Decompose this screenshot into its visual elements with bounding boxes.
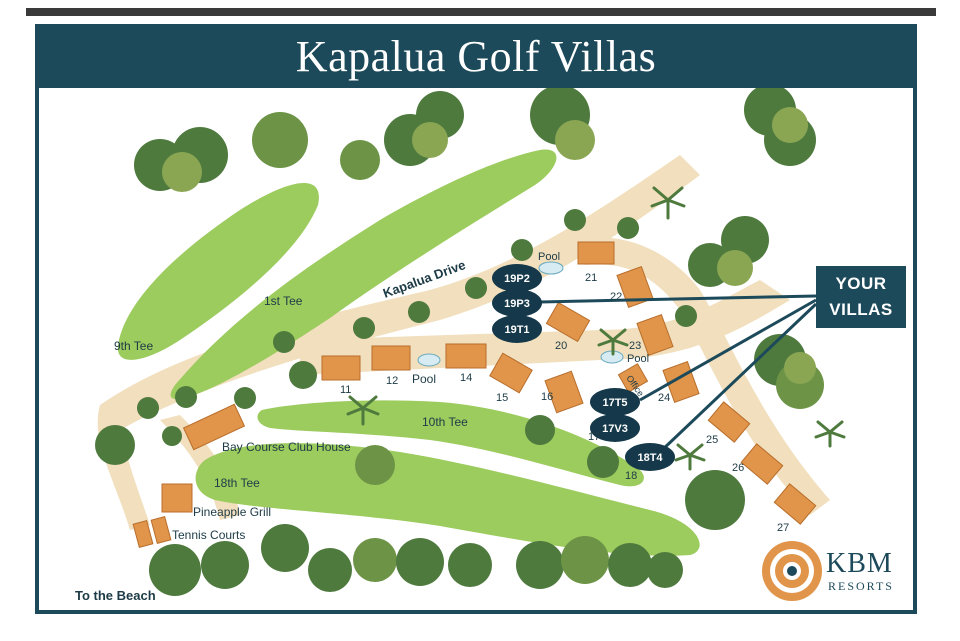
fairway-10th [257,400,644,487]
label-building-27: 27 [777,522,789,534]
label-building-25: 25 [706,434,718,446]
title-banner: Kapalua Golf Villas [35,24,917,88]
label-pool-3: Pool [627,353,649,365]
tree-cluster [95,84,824,596]
label-1st-tee: 1st Tee [264,294,303,308]
label-building-15: 15 [496,392,508,404]
villa-marker-19p2 [492,264,542,292]
villa-markers: 19P2 19P3 19T1 17T5 17V3 18T4 [492,264,675,471]
label-building-17: 17 [588,431,600,443]
label-building-18: 18 [625,470,637,482]
label-building-26: 26 [732,462,744,474]
label-pineapple-grill: Pineapple Grill [193,505,271,519]
label-9th-tee: 9th Tee [114,339,153,353]
fairway-18th [195,443,700,556]
top-bar [26,8,936,16]
building-office [617,363,649,393]
trees [95,84,846,596]
building-14 [445,343,487,369]
your-villas-line2: VILLAS [829,300,893,319]
building-21 [577,241,615,265]
villa-label-19t1: 19T1 [504,324,529,336]
villa-label-19p2: 19P2 [504,273,530,285]
building-23 [636,313,674,357]
building-20 [545,301,591,343]
label-building-12: 12 [386,375,398,387]
fairway-1st [170,149,557,400]
kbm-logo-sub: RESORTS [828,579,894,593]
villa-marker-17v3 [590,414,640,442]
label-building-22: 22 [610,291,622,303]
villa-marker-18t4 [625,443,675,471]
building-22 [616,265,654,309]
label-tennis-courts: Tennis Courts [172,528,245,542]
label-pool-2: Pool [412,372,436,386]
buildings [132,241,817,549]
villa-label-17t5: 17T5 [602,397,627,409]
building-27 [773,483,817,525]
label-18th-tee: 18th Tee [214,476,260,490]
label-to-the-beach: To the Beach [75,588,156,603]
building-pineapple-grill [161,483,193,513]
label-building-11: 11 [340,384,351,396]
building-tennis-2 [150,515,172,545]
palm-trees [346,186,846,471]
building-16 [544,370,584,414]
kbm-logo-name: KBM [826,548,893,579]
fairways [117,149,700,556]
building-11 [321,355,361,381]
label-building-20: 20 [555,340,567,352]
label-building-14: 14 [460,372,472,384]
label-building-16: 16 [541,391,553,403]
page-title: Kapalua Golf Villas [295,31,657,81]
building-26 [740,443,784,485]
label-10th-tee: 10th Tee [422,415,468,429]
building-12 [371,345,411,371]
villa-label-18t4: 18T4 [637,452,663,464]
villa-marker-19t1 [492,315,542,343]
villa-label-19p3: 19P3 [504,298,530,310]
villa-pointer-lines [539,294,818,454]
label-building-23: 23 [629,340,641,352]
pools [417,261,624,367]
villa-label-17v3: 17V3 [602,423,628,435]
building-15 [489,352,533,394]
villa-marker-17t5 [590,388,640,416]
your-villas-line1: YOUR [835,274,887,293]
building-clubhouse [182,403,246,451]
kbm-logo-mark [762,541,822,601]
label-building-21: 21 [585,272,597,284]
villa-marker-19p3 [492,289,542,317]
label-clubhouse: Bay Course Club House [222,440,351,454]
building-tennis-1 [132,519,154,549]
your-villas-badge: YOUR VILLAS [816,266,906,328]
fairway-9th [117,182,319,360]
label-building-24: 24 [658,392,670,404]
building-25 [707,401,751,443]
label-pool-1: Pool [538,251,560,263]
